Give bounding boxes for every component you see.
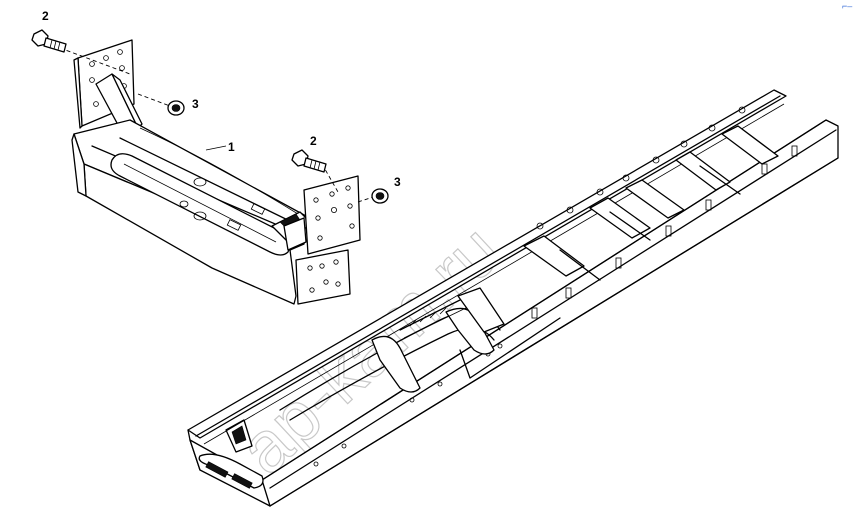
- plate-holes-right: [313, 185, 355, 241]
- hex-nut-icon: [371, 188, 389, 204]
- channel-slot: [110, 153, 291, 256]
- leader-bolt-2: [321, 163, 339, 193]
- corner-mark: ⌐‒: [842, 1, 852, 11]
- hex-nut-icon: [167, 100, 185, 116]
- leader-assembly: [205, 145, 227, 151]
- plate-holes-lower: [307, 259, 341, 293]
- callout-bolt-middle: 2: [310, 134, 317, 148]
- leader-bolt-1: [59, 47, 131, 75]
- callout-bolt-top-left: 2: [42, 9, 49, 23]
- callout-nut-middle: 3: [394, 175, 401, 189]
- leader-nut-1: [137, 93, 171, 107]
- callout-nut-top-left: 3: [192, 97, 199, 111]
- chassis-frame: [187, 89, 839, 507]
- right-mounting-plate: [303, 175, 361, 255]
- callout-bracket-assembly: 1: [228, 140, 235, 154]
- left-rail-rivets: [536, 106, 746, 230]
- cross-members: [523, 125, 779, 281]
- bracket-assembly: [71, 39, 361, 305]
- hex-bolt-icon: [291, 149, 327, 173]
- suspension-cradle: [279, 287, 505, 421]
- lower-mounting-plate: [295, 249, 351, 305]
- hex-bolt-icon: [31, 29, 67, 53]
